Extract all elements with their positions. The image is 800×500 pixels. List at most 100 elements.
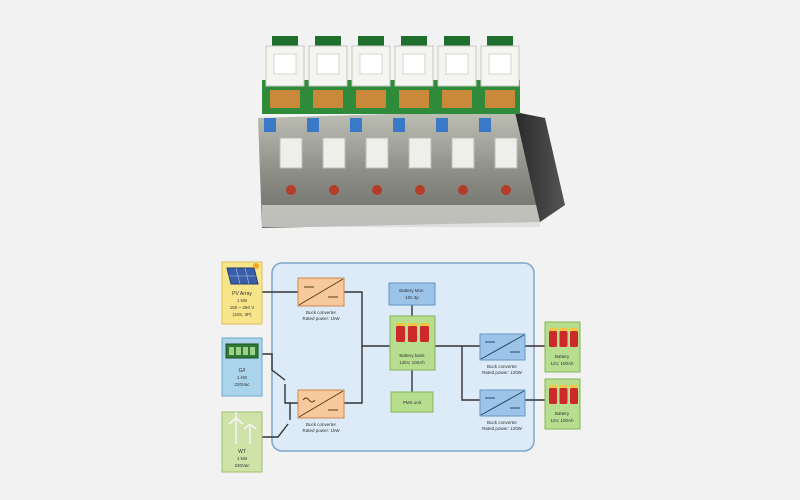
- wt-line3: 220Vac: [235, 463, 251, 468]
- battery-cell: [408, 326, 417, 342]
- ac-dc-icon: [298, 390, 344, 418]
- battery-bank-line2: 12kV, 100Ah: [399, 360, 425, 365]
- transformer-core: [316, 53, 340, 75]
- converter-br-line1: Buck converter: [487, 420, 518, 425]
- battery-cell-cap: [549, 328, 557, 331]
- battery-monitor-line1: Battery Mon.: [399, 288, 425, 293]
- converter-tl-line1: Buck converter: [306, 310, 337, 315]
- connector-header: [444, 36, 470, 46]
- battery-bank-icon: [396, 323, 429, 342]
- pv-line1: PV Array: [232, 291, 252, 297]
- capacitor: [393, 118, 405, 132]
- terminal-screw: [458, 185, 468, 195]
- battery-cell-cap: [559, 328, 568, 331]
- wire-harness: [399, 90, 429, 108]
- busbar-clamp: [365, 137, 389, 169]
- terminal-screw: [501, 185, 511, 195]
- buck-converter-top-right: Buck converter Rated power: 120W: [479, 333, 526, 375]
- busbar-clamp: [279, 137, 303, 169]
- battery-cell: [559, 331, 568, 347]
- transformer-core: [402, 53, 426, 75]
- power-module: [350, 36, 391, 195]
- transformer-core: [445, 53, 469, 75]
- transformer-core: [273, 53, 297, 75]
- power-module: [479, 36, 520, 195]
- wire-harness: [356, 90, 386, 108]
- terminal-screw: [329, 185, 339, 195]
- wire-harness: [270, 90, 300, 108]
- battery-cell-cap: [570, 328, 578, 331]
- transformer-core: [359, 53, 383, 75]
- battery-bank-block: Battery bank 12kV, 100Ah: [389, 315, 436, 371]
- pms-unit-label: PMS unit: [403, 400, 422, 405]
- battery-cell: [420, 326, 429, 342]
- power-module: [436, 36, 477, 195]
- battery-cell: [396, 326, 405, 342]
- connector-header: [487, 36, 513, 46]
- battery-cell: [570, 388, 578, 404]
- solar-panel-icon: [226, 263, 259, 285]
- battery-icon: [549, 328, 578, 347]
- terminal-screw: [372, 185, 382, 195]
- pms-unit-block: PMS unit: [390, 391, 434, 413]
- capacitor: [264, 118, 276, 132]
- wire-harness: [442, 90, 472, 108]
- wt-line2: 1 kW: [237, 456, 248, 461]
- pcb-strip: [262, 80, 520, 114]
- system-diagram: PV Array 1 kW 150 ~ 250 V (10S, 3P) G/I …: [221, 261, 581, 473]
- pv-line2: 1 kW: [237, 298, 248, 303]
- capacitor: [479, 118, 491, 132]
- converter-bl-line2: Rated power: 1kW: [302, 428, 340, 433]
- terminal-screw: [415, 185, 425, 195]
- wt-line1: WT: [238, 449, 246, 455]
- pv-line4: (10S, 3P): [232, 312, 252, 317]
- converter-tr-line1: Buck converter: [487, 364, 518, 369]
- battery-bottom-line2: 12V, 100Ah: [550, 418, 574, 423]
- battery-bottom-block: Battery 12V, 100Ah: [544, 378, 581, 430]
- battery-cell: [549, 331, 557, 347]
- dc-dc-icon: [480, 334, 525, 360]
- wt-box: [221, 411, 263, 473]
- battery-top-block: Battery 12V, 100Ah: [544, 321, 581, 373]
- busbar-clamp: [322, 137, 346, 169]
- battery-monitor-line2: 10s 3p: [405, 295, 419, 300]
- converter-tr-line2: Rated power: 120W: [482, 370, 523, 375]
- converter-tl-line2: Rated power: 1kW: [302, 316, 340, 321]
- buck-converter-bottom-left: Buck converter Rated power: 1kW: [297, 389, 345, 433]
- capacitor: [307, 118, 319, 132]
- module-row: [264, 36, 520, 195]
- busbar-clamp: [408, 137, 432, 169]
- battery-cell: [559, 388, 568, 404]
- connector-header: [401, 36, 427, 46]
- buck-converter-bottom-right: Buck converter Rated power: 120W: [479, 389, 526, 431]
- wire-harness: [485, 90, 515, 108]
- pv-line3: 150 ~ 250 V: [230, 305, 254, 310]
- battery-top-line1: Battery: [555, 354, 570, 359]
- busbar-clamp: [451, 137, 475, 169]
- grid-block: G/I 1 kW 220Vac: [221, 337, 263, 397]
- wind-turbine-block: WT 1 kW 220Vac: [221, 411, 263, 473]
- power-module: [393, 36, 434, 195]
- capacitor: [350, 118, 362, 132]
- battery-bottom-line1: Battery: [555, 411, 570, 416]
- battery-cell: [549, 388, 557, 404]
- heatsink: [515, 112, 565, 222]
- transformer-block: [265, 45, 305, 87]
- buck-converter-top-left: Buck converter Rated power: 1kW: [297, 277, 345, 321]
- wire-harness: [313, 90, 343, 108]
- dc-dc-icon: [480, 390, 525, 416]
- connector-header: [315, 36, 341, 46]
- converter-bl-line1: Buck converter: [306, 422, 337, 427]
- battery-top-line2: 12V, 100Ah: [550, 361, 574, 366]
- power-module: [307, 36, 348, 195]
- battery-cell-cap: [570, 385, 578, 388]
- converter-br-line2: Rated power: 120W: [482, 426, 523, 431]
- battery-cell-cap: [420, 323, 429, 326]
- battery-bank-line1: Battery bank: [399, 353, 425, 358]
- pv-array-block: PV Array 1 kW 150 ~ 250 V (10S, 3P): [221, 261, 263, 325]
- battery-cell-cap: [408, 323, 417, 326]
- grid-line3: 220Vac: [235, 382, 251, 387]
- battery-cell: [570, 331, 578, 347]
- battery-cell-cap: [559, 385, 568, 388]
